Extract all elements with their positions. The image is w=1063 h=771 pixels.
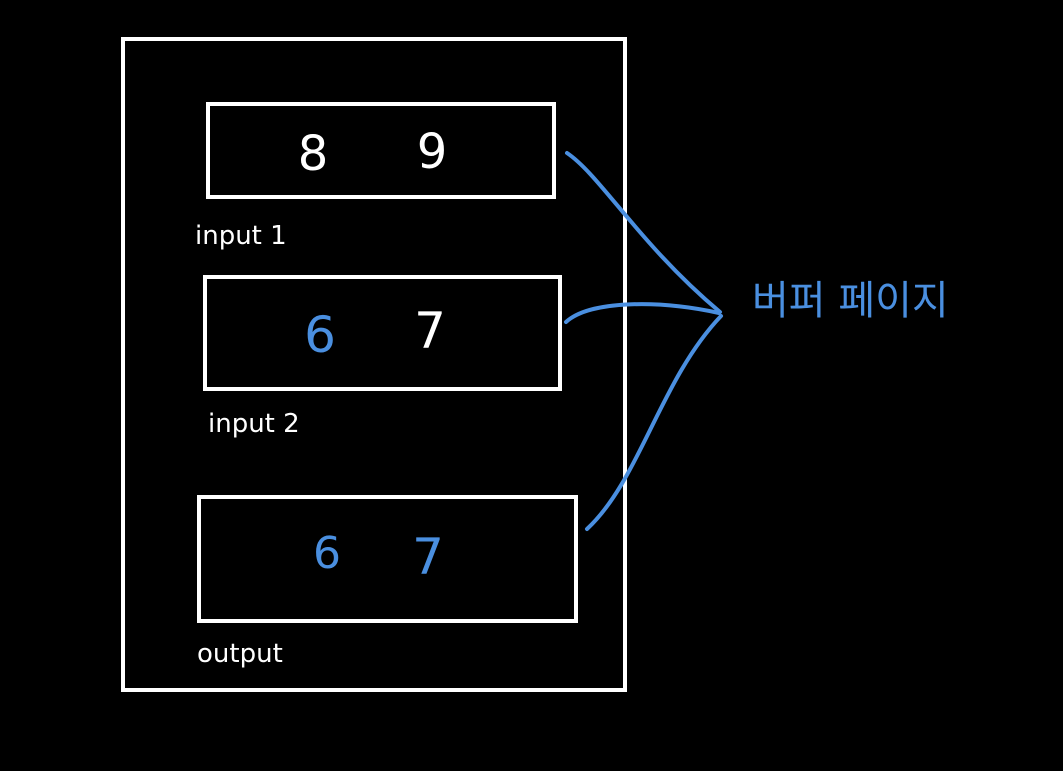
buffer-output-box <box>197 495 578 623</box>
buffer-input-2-value-2: 7 <box>414 302 446 360</box>
connector-output <box>585 314 723 531</box>
buffer-input-1-label: input 1 <box>195 221 287 251</box>
memory-frame <box>121 37 627 692</box>
buffer-input-2-value-1: 6 <box>304 306 336 364</box>
buffer-input-1: 8 9 input 1 <box>195 102 556 251</box>
buffer-output-value-2: 7 <box>412 528 444 586</box>
buffer-output: 6 7 output <box>197 495 578 669</box>
buffer-output-value-1: 6 <box>313 528 341 579</box>
buffer-input-2: 6 7 input 2 <box>203 275 562 439</box>
buffer-output-label: output <box>197 639 283 669</box>
buffer-page-annotation: 버퍼 페이지 <box>752 278 949 324</box>
buffer-input-1-value-1: 8 <box>298 126 329 182</box>
buffer-input-1-value-2: 9 <box>417 124 448 180</box>
connector-input-2 <box>564 302 721 324</box>
connector-input-1 <box>565 151 722 314</box>
buffer-input-1-box <box>206 102 556 199</box>
buffer-input-2-label: input 2 <box>208 409 300 439</box>
connector-lines <box>564 151 723 531</box>
buffer-input-2-box <box>203 275 562 391</box>
